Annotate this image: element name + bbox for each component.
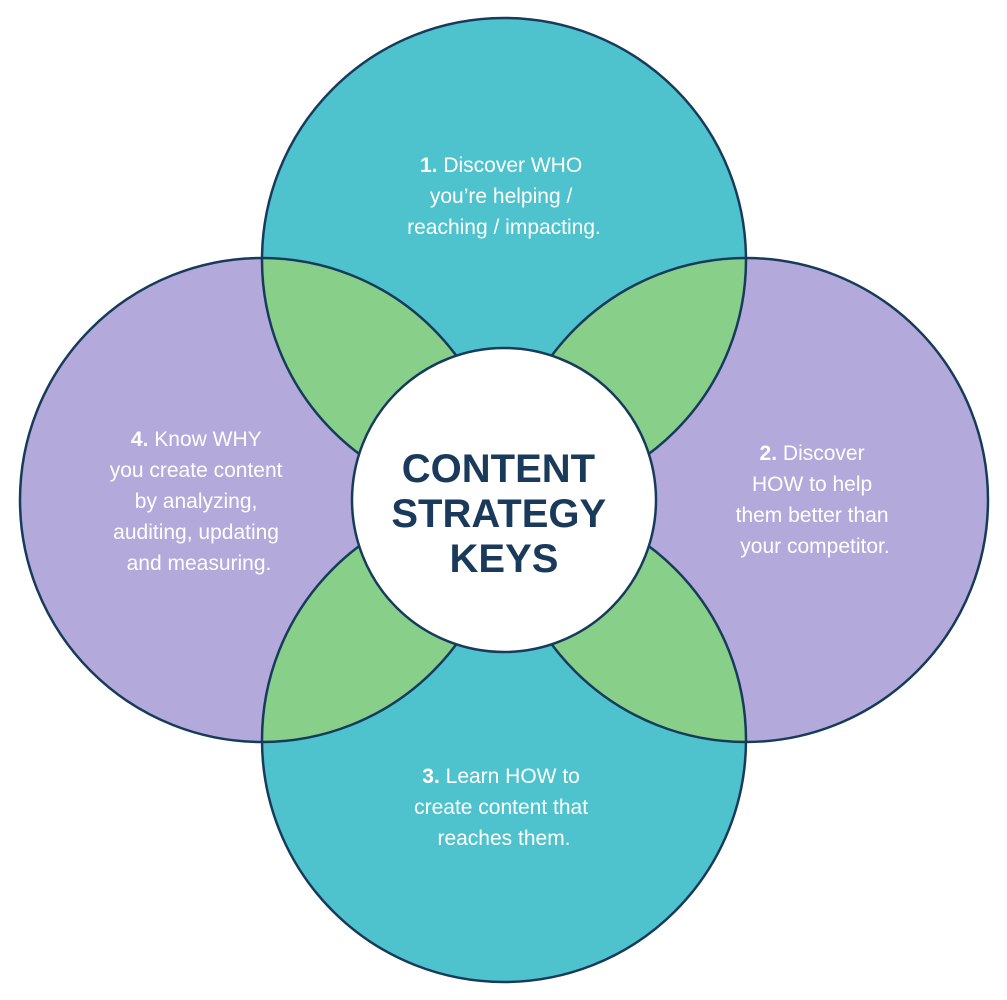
key-3-line-1: 3. Learn HOW to — [422, 765, 580, 788]
key-4-text: Know WHY — [154, 428, 261, 451]
center-title-line: KEYS — [450, 537, 559, 581]
center-title-line: STRATEGY — [391, 492, 606, 536]
key-3-label: 3. Learn HOW to create content that reac… — [414, 765, 594, 850]
key-1-line-2: you’re helping / — [430, 185, 573, 208]
key-2-line-2: HOW to help — [752, 473, 872, 496]
key-1-text: Discover WHO — [443, 154, 582, 177]
key-4-line-2: you create content — [110, 459, 283, 482]
key-3-text: Learn HOW to — [446, 765, 580, 788]
key-4-number: 4. — [131, 428, 149, 451]
key-4-line-1: 4. Know WHY — [131, 428, 262, 451]
key-1-label: 1. Discover WHO you’re helping / reachin… — [407, 154, 601, 239]
key-1-number: 1. — [420, 154, 438, 177]
key-3-line-2: create content that — [414, 796, 588, 819]
center-circle — [350, 346, 658, 654]
key-2-label: 2. Discover HOW to help them better than… — [736, 442, 895, 558]
overlap-top-left — [262, 258, 504, 502]
overlap-top-right — [504, 258, 746, 502]
overlap-bottom-right — [504, 498, 746, 742]
key-2-line-1: 2. Discover — [760, 442, 865, 465]
key-4-line-3: by analyzing, — [135, 490, 258, 513]
key-1-line-1: 1. Discover WHO — [420, 154, 582, 177]
center-title: CONTENT STRATEGY KEYS — [391, 447, 616, 581]
center-title-line: CONTENT — [402, 447, 595, 491]
key-1-line-3: reaching / impacting. — [407, 216, 601, 239]
key-3-number: 3. — [422, 765, 440, 788]
key-2-text: Discover — [783, 442, 865, 465]
key-4-line-5: and measuring. — [127, 552, 272, 575]
key-2-line-3: them better than — [736, 504, 889, 527]
key-4-line-4: auditing, updating — [113, 521, 279, 544]
key-2-number: 2. — [760, 442, 778, 465]
key-3-line-3: reaches them. — [437, 827, 570, 850]
overlap-bottom-left — [262, 498, 504, 742]
key-4-label: 4. Know WHY you create content by analyz… — [110, 428, 289, 575]
key-2-line-4: your competitor. — [740, 535, 889, 558]
